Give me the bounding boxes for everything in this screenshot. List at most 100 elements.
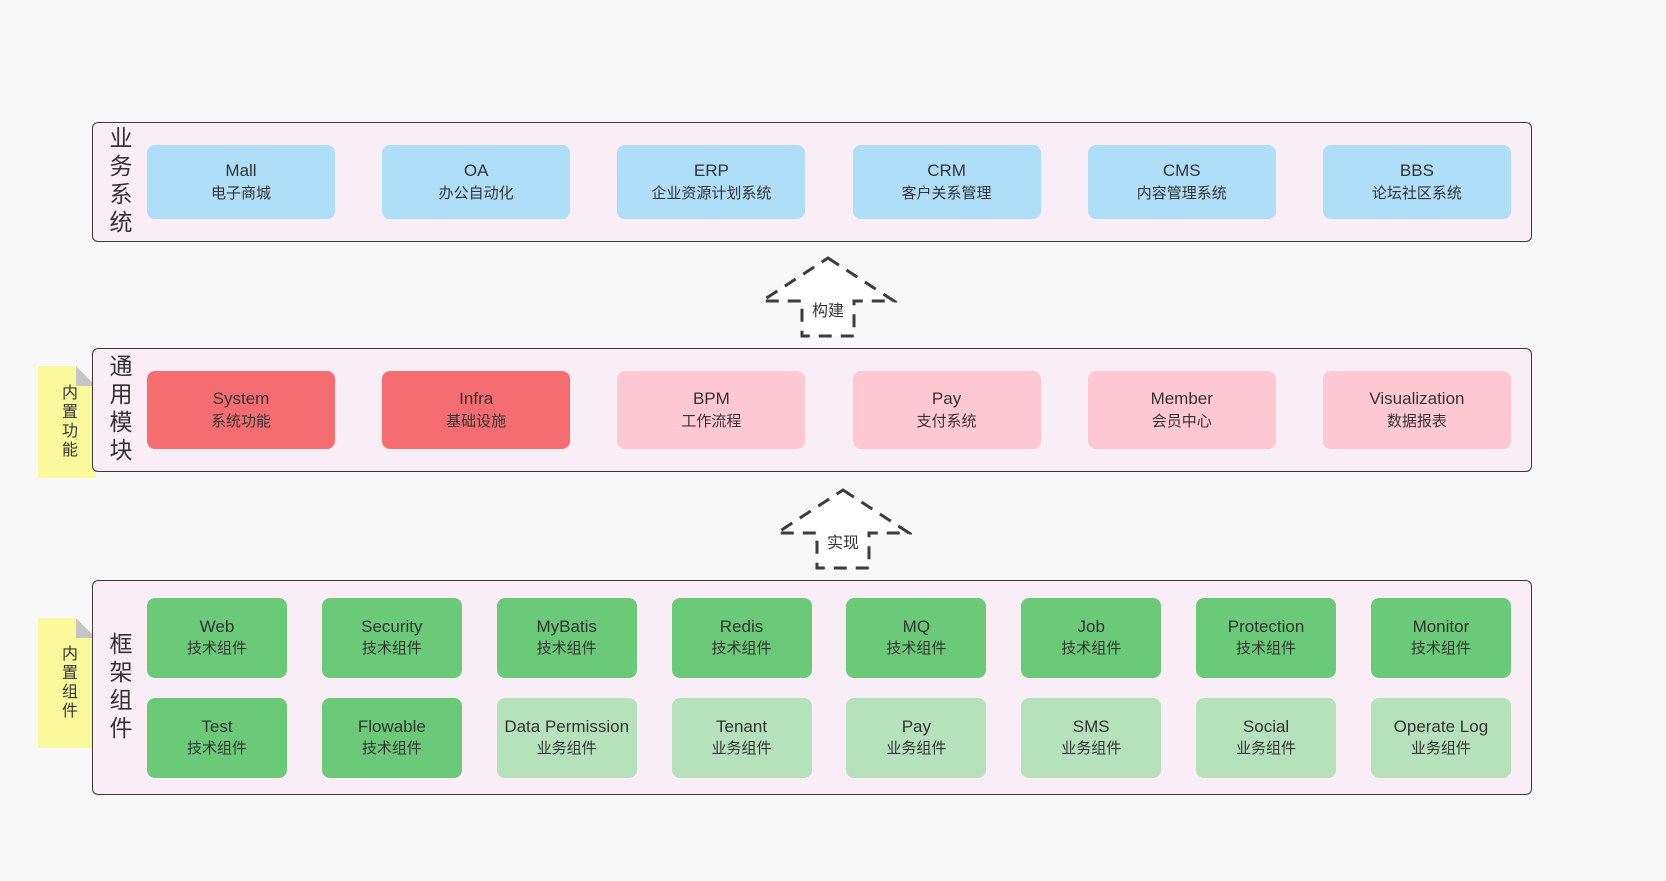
box-title: BBS (1399, 161, 1434, 181)
layer-business-systems: 业务系统 Mall 电子商城 OA 办公自动化 ERP 企业资源计划系统 CRM… (92, 122, 1532, 242)
box-title: MyBatis (536, 616, 597, 636)
box-title: Monitor (1412, 616, 1470, 636)
framework-components-boxes: Web 技术组件 Security 技术组件 MyBatis 技术组件 Redi… (147, 597, 1511, 778)
box-subtitle: 技术组件 (886, 640, 947, 658)
box-subtitle: 技术组件 (711, 640, 772, 658)
box-subtitle: 内容管理系统 (1136, 184, 1227, 202)
box-title: Redis (719, 616, 764, 636)
box-subtitle: 技术组件 (361, 740, 422, 758)
layer-common-modules: 通用模块 System 系统功能 Infra 基础设施 BPM 工作流程 Pay… (92, 348, 1532, 472)
box-title: Social (1242, 716, 1290, 736)
box-title: MQ (902, 616, 931, 636)
box-title: Web (199, 616, 235, 636)
box-mybatis: MyBatis 技术组件 (496, 597, 637, 678)
box-member: Member 会员中心 (1087, 371, 1276, 449)
framework-row-2: Test 技术组件 Flowable 技术组件 Data Permission … (147, 697, 1511, 778)
arrow-label: 构建 (809, 303, 846, 320)
box-subtitle: 业务组件 (1410, 740, 1471, 758)
box-operate-log: Operate Log 业务组件 (1370, 697, 1511, 778)
box-social: Social 业务组件 (1196, 697, 1337, 778)
arrow-implement: 实现 (774, 487, 912, 573)
box-subtitle: 业务组件 (886, 740, 947, 758)
box-title: ERP (693, 161, 729, 181)
box-mall: Mall 电子商城 (147, 145, 335, 219)
box-title: Visualization (1369, 389, 1465, 409)
business-systems-boxes: Mall 电子商城 OA 办公自动化 ERP 企业资源计划系统 CRM 客户关系… (147, 145, 1511, 219)
box-subtitle: 业务组件 (536, 740, 597, 758)
box-subtitle: 企业资源计划系统 (651, 184, 772, 202)
box-title: Infra (459, 389, 494, 409)
box-monitor: Monitor 技术组件 (1370, 597, 1511, 678)
box-cms: CMS 内容管理系统 (1087, 145, 1276, 219)
box-subtitle: 技术组件 (1061, 640, 1122, 658)
box-infra: Infra 基础设施 (382, 371, 571, 449)
box-title: System (212, 389, 270, 409)
box-flowable: Flowable 技术组件 (321, 697, 462, 778)
box-subtitle: 数据报表 (1386, 412, 1447, 430)
layer-label: 通用模块 (106, 354, 132, 466)
box-title: Pay (901, 716, 932, 736)
box-title: Flowable (357, 716, 426, 736)
box-title: Protection (1227, 616, 1305, 636)
box-subtitle: 会员中心 (1151, 412, 1212, 430)
box-data-permission: Data Permission 业务组件 (496, 697, 637, 778)
layer-framework-components: 框架组件 Web 技术组件 Security 技术组件 MyBatis 技术组件… (92, 580, 1532, 795)
box-redis: Redis 技术组件 (671, 597, 812, 678)
box-title: Member (1150, 389, 1213, 409)
box-subtitle: 业务组件 (711, 740, 772, 758)
box-visualization: Visualization 数据报表 (1322, 371, 1511, 449)
box-sms: SMS 业务组件 (1021, 697, 1162, 778)
box-pay-component: Pay 业务组件 (846, 697, 987, 778)
box-subtitle: 工作流程 (681, 412, 742, 430)
box-subtitle: 技术组件 (186, 640, 247, 658)
box-subtitle: 技术组件 (361, 640, 422, 658)
framework-row-1: Web 技术组件 Security 技术组件 MyBatis 技术组件 Redi… (147, 597, 1511, 678)
sticky-tab-label: 内置功能 (59, 384, 76, 460)
box-subtitle: 技术组件 (1410, 640, 1471, 658)
box-title: CMS (1162, 161, 1201, 181)
box-pay-module: Pay 支付系统 (852, 371, 1041, 449)
sticky-tab-built-in-features: 内置功能 (38, 366, 96, 478)
box-system: System 系统功能 (147, 371, 335, 449)
sticky-tab-built-in-components: 内置组件 (38, 618, 96, 748)
box-subtitle: 支付系统 (916, 412, 977, 430)
box-subtitle: 技术组件 (536, 640, 597, 658)
box-title: Pay (931, 389, 962, 409)
box-oa: OA 办公自动化 (382, 145, 571, 219)
box-erp: ERP 企业资源计划系统 (617, 145, 806, 219)
box-subtitle: 技术组件 (1236, 640, 1297, 658)
box-test: Test 技术组件 (147, 697, 287, 778)
box-security: Security 技术组件 (321, 597, 462, 678)
box-bbs: BBS 论坛社区系统 (1322, 145, 1511, 219)
box-protection: Protection 技术组件 (1196, 597, 1337, 678)
box-subtitle: 业务组件 (1061, 740, 1122, 758)
box-title: Job (1077, 616, 1105, 636)
up-arrow-icon (759, 256, 897, 338)
box-title: SMS (1072, 716, 1110, 736)
box-subtitle: 业务组件 (1236, 740, 1297, 758)
up-arrow-icon (774, 488, 912, 570)
box-title: CRM (927, 161, 966, 181)
box-job: Job 技术组件 (1021, 597, 1162, 678)
box-title: BPM (692, 389, 730, 409)
sticky-tab-label: 内置组件 (59, 645, 76, 721)
box-subtitle: 客户关系管理 (901, 184, 992, 202)
box-title: Test (201, 716, 233, 736)
box-title: Security (361, 616, 423, 636)
box-title: Data Permission (504, 716, 630, 736)
box-subtitle: 电子商城 (210, 184, 271, 202)
box-title: Mall (225, 161, 257, 181)
box-title: Operate Log (1393, 716, 1489, 736)
box-crm: CRM 客户关系管理 (852, 145, 1041, 219)
box-tenant: Tenant 业务组件 (671, 697, 812, 778)
common-modules-boxes: System 系统功能 Infra 基础设施 BPM 工作流程 Pay 支付系统… (147, 371, 1511, 449)
box-subtitle: 办公自动化 (438, 184, 514, 202)
box-title: OA (463, 161, 489, 181)
box-web: Web 技术组件 (147, 597, 287, 678)
box-subtitle: 论坛社区系统 (1371, 184, 1462, 202)
layer-label: 业务系统 (106, 126, 132, 238)
box-title: Tenant (716, 716, 768, 736)
box-mq: MQ 技术组件 (846, 597, 987, 678)
box-bpm: BPM 工作流程 (617, 371, 806, 449)
